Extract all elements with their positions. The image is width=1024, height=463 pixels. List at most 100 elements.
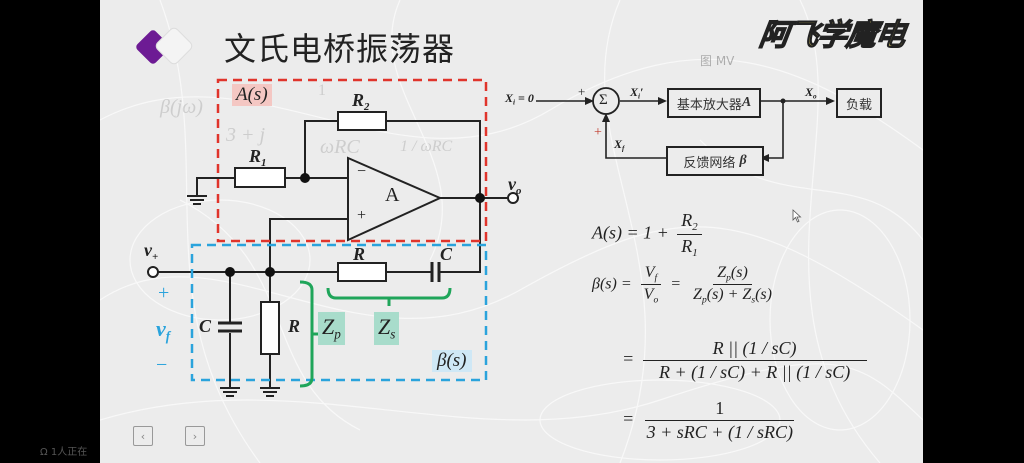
formula-beta-zp: Z — [717, 264, 727, 281]
viewer-count-text: 1人正在 — [50, 447, 88, 458]
bd-amplifier-text: 基本放大器 — [676, 97, 742, 113]
label-r2: R2 — [352, 90, 369, 113]
formula-rc-eq: = — [622, 348, 635, 369]
ground-symbols — [187, 195, 280, 397]
prev-slide-button[interactable]: ‹ — [133, 426, 153, 446]
junction-dots — [225, 173, 485, 277]
bd-xi-prime: Xi′ — [630, 85, 643, 101]
brand-watermark: 图 MV — [700, 54, 735, 68]
bd-xi-prime-x: X — [630, 85, 639, 99]
bd-feedback-symbol: β — [739, 153, 747, 168]
feedback-network-box — [190, 243, 488, 382]
summing-junction — [592, 87, 620, 115]
ghost-formula-num: 1 — [318, 82, 326, 99]
ghost-formula-den-left: 3 + j — [226, 124, 266, 146]
slide-title: 文氏电桥振荡器 — [224, 30, 456, 68]
amplifier-block-label: A(s) — [232, 84, 272, 106]
bd-xo-label: Xo — [805, 85, 817, 101]
slide: 文氏电桥振荡器 图 MV 阿飞学魔电 β(jω) 1 3 + j ωRC 1 /… — [100, 0, 923, 463]
bd-xf-sub: f — [622, 144, 625, 153]
formula-final-eq: = — [622, 408, 635, 429]
amplifier-block-box — [216, 78, 488, 243]
formula-beta-eq: = — [670, 275, 682, 293]
opamp-label: A — [385, 184, 400, 206]
bd-xo-x: X — [805, 85, 814, 99]
label-r1-sub: 1 — [261, 156, 267, 169]
bd-xf-x: X — [614, 137, 623, 151]
zp-text: Z — [322, 314, 335, 339]
wire-output-down — [450, 198, 481, 273]
resistor-r-shunt — [260, 301, 280, 355]
formula-a-num: R — [681, 210, 693, 230]
capacitor-shunt — [218, 321, 242, 333]
bd-input-eq: = 0 — [515, 91, 534, 105]
viewer-count: Ω 1人正在 — [40, 443, 87, 458]
zp-label: Zp — [318, 312, 345, 345]
zs-label: Zs — [374, 312, 400, 345]
bd-xi-prime-mark: ′ — [640, 85, 644, 99]
mouse-cursor-icon — [792, 209, 802, 223]
zp-bracket — [299, 280, 320, 388]
label-r2-text: R — [352, 90, 365, 110]
wire-r2-left — [304, 120, 338, 178]
bd-plus-bottom: + — [594, 125, 602, 140]
next-slide-button[interactable]: › — [185, 426, 205, 446]
formula-rc-num: R || (1 / sC) — [642, 338, 867, 361]
formula-a-num-sub: 2 — [692, 220, 698, 233]
bd-feedback-text: 反馈网络 — [683, 155, 736, 171]
formula-beta-den-zp-sub: p — [701, 294, 707, 306]
label-vplus-text: v — [144, 240, 152, 260]
bd-load-block: 负载 — [836, 88, 882, 118]
bd-plus-top: + — [578, 84, 586, 99]
ghost-formula-den-right: 1 / ωRC — [400, 138, 453, 155]
bd-input-sub: i — [513, 98, 516, 107]
bd-input-label: Xi = 0 — [505, 91, 534, 107]
background-pattern — [100, 0, 923, 463]
label-vo-sub: o — [516, 184, 522, 197]
opamp-triangle — [347, 156, 443, 242]
formula-beta-zp-tail: (s) — [730, 264, 748, 281]
vf-minus-sign: − — [156, 354, 168, 376]
formula-beta-den-tail: (s) — [755, 286, 772, 304]
viewers-icon: Ω — [40, 447, 48, 458]
zs-text: Z — [378, 314, 391, 339]
ghost-formula-lhs: β(jω) — [160, 96, 203, 118]
formula-beta-den-zp: Z — [693, 286, 702, 304]
formula-beta-zp-sub: p — [726, 272, 731, 284]
label-c-shunt: C — [199, 316, 212, 336]
formula-beta-vo: V — [643, 286, 654, 304]
bd-load-text: 负载 — [845, 97, 872, 113]
formula-beta-den-zs: Z — [742, 286, 752, 304]
terminal-vplus — [147, 266, 159, 278]
label-vplus-sub: + — [152, 250, 159, 263]
label-vplus: v+ — [144, 240, 158, 263]
bd-amplifier-symbol: A — [741, 95, 752, 110]
wire-plus-input — [269, 218, 348, 272]
bd-sigma-symbol: Σ — [599, 92, 608, 108]
ghost-formula-den-mid: ωRC — [320, 136, 360, 158]
label-vf-text: v — [156, 316, 166, 341]
resistor-r-series — [337, 262, 387, 282]
label-r1: R1 — [249, 146, 266, 169]
resistor-r2 — [337, 111, 387, 131]
resistor-r1 — [234, 167, 286, 188]
wire-r2-right — [386, 120, 481, 198]
wien-bridge-circuit — [147, 78, 835, 397]
label-r-shunt: R — [288, 316, 301, 336]
label-vf: vf — [156, 316, 170, 345]
formula-beta-den-mid: (s) + — [706, 286, 743, 304]
formula-beta-lhs: β(s) = — [592, 275, 632, 293]
label-vf-sub: f — [165, 328, 171, 344]
formula-beta-vf-sub: f — [654, 272, 658, 284]
feedback-block-label: β(s) — [432, 350, 472, 372]
label-vo: vo — [508, 174, 521, 197]
formula-final-den: 3 + sRC + (1 / sRC) — [646, 422, 793, 442]
formula-beta-rc: = R || (1 / sC)R + (1 / sC) + R || (1 / … — [622, 338, 871, 383]
bd-feedback-block: 反馈网络 β — [666, 146, 764, 176]
formula-a-den: R — [681, 235, 693, 256]
block-diagram-wires — [536, 100, 830, 159]
label-r1-text: R — [249, 146, 262, 166]
